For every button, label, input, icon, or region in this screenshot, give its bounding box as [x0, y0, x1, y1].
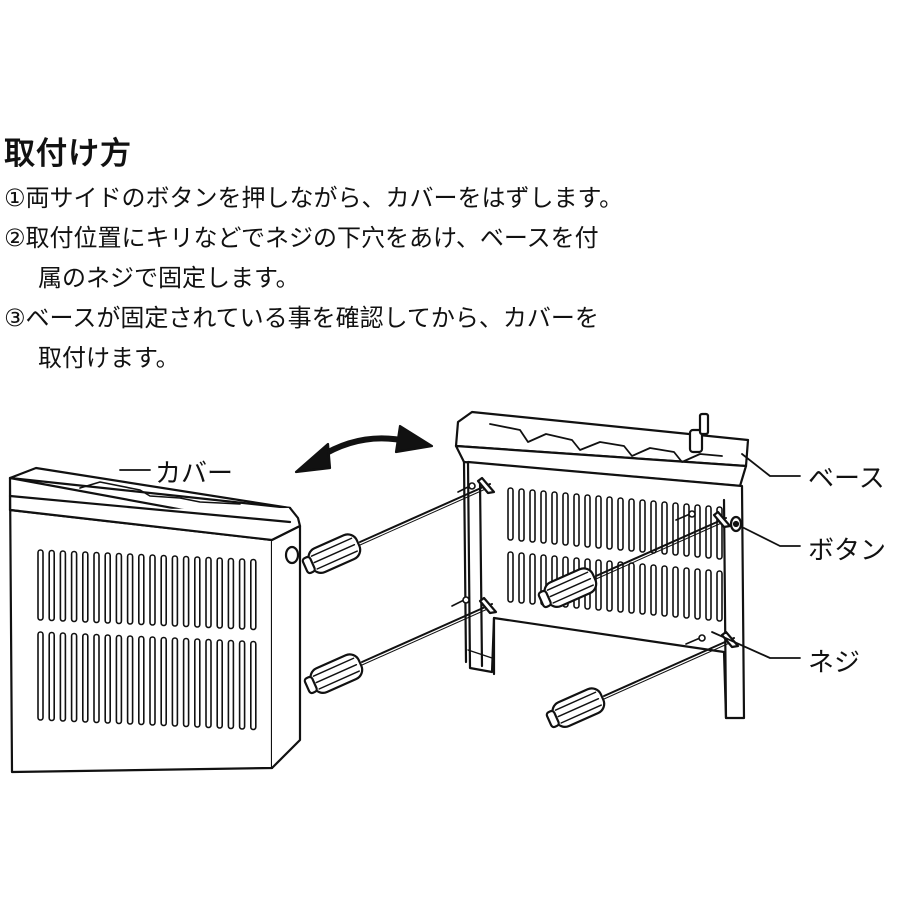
vent-slot: [628, 562, 635, 614]
vent-slot: [661, 501, 668, 555]
vent-slot: [250, 558, 257, 631]
step-2-line-2: 属のネジで固定します。: [38, 264, 300, 292]
vent-slot: [705, 505, 712, 559]
vent-slot: [70, 550, 78, 623]
vent-slot: [518, 488, 525, 542]
vent-slot: [617, 497, 624, 551]
vent-slot: [48, 631, 56, 722]
vent-slot: [683, 567, 690, 619]
vent-slot: [507, 551, 514, 603]
vent-slot: [115, 552, 123, 625]
vent-slot: [507, 487, 514, 541]
vent-slot: [661, 565, 668, 617]
page-title: 取付け方: [4, 136, 132, 172]
vent-slot: [182, 555, 190, 628]
vent-slot: [205, 556, 212, 629]
vent-slot: [584, 494, 591, 548]
vent-slot: [639, 563, 646, 615]
step-3-line-1: ③ベースが固定されている事を確認してから、カバーを: [4, 304, 599, 332]
vent-slot: [238, 640, 246, 730]
vent-slot: [606, 496, 613, 550]
vent-slot: [93, 633, 100, 724]
screws: [451, 482, 706, 645]
label-button: ボタン: [808, 536, 887, 566]
vent-slot: [115, 634, 123, 725]
vent-slot: [59, 632, 67, 722]
vent-slot: [126, 635, 134, 725]
vent-slot: [595, 495, 602, 549]
vent-slot: [628, 498, 635, 552]
vent-slot: [573, 493, 580, 547]
vent-slot: [59, 550, 67, 622]
vent-slot: [149, 636, 156, 726]
vent-slot: [529, 553, 536, 605]
vent-slot: [182, 637, 190, 728]
vent-slot: [551, 491, 558, 545]
vent-slot: [37, 549, 44, 621]
vent-slot: [138, 635, 145, 726]
vent-slot: [70, 632, 78, 723]
vent-slot: [705, 569, 712, 621]
vent-slot: [694, 568, 701, 620]
vent-slot: [48, 549, 56, 622]
installation-diagram: [8, 410, 801, 774]
vent-slot: [250, 640, 257, 731]
vent-slot: [194, 556, 201, 628]
vent-slot: [672, 566, 679, 618]
vent-slot: [639, 499, 646, 553]
vent-slot: [104, 634, 111, 724]
vent-slot: [529, 489, 536, 543]
vent-slot: [650, 500, 657, 554]
label-cover: カバー: [155, 459, 234, 489]
cover-illustration: [8, 466, 302, 774]
vent-slot: [194, 638, 201, 728]
vent-slot: [149, 554, 156, 626]
vent-slot: [82, 551, 89, 623]
vent-slot: [171, 637, 179, 727]
vent-slot: [138, 553, 145, 626]
leader-lines: [119, 453, 801, 659]
vent-slot: [160, 636, 167, 727]
vent-slot: [93, 551, 100, 624]
vent-slot: [216, 557, 223, 629]
instruction-steps: ①両サイドのボタンを押しながら、カバーをはずします。 ②取付位置にキリなどでネジ…: [4, 178, 623, 378]
vent-slot: [126, 553, 134, 625]
remove-attach-arrow: [294, 424, 434, 474]
step-2-line-1: ②取付位置にキリなどでネジの下穴をあけ、ベースを付: [4, 224, 599, 252]
vent-slot: [82, 633, 89, 723]
vent-slot: [683, 503, 690, 557]
vent-slot: [650, 564, 657, 616]
label-screw: ネジ: [808, 648, 861, 678]
vent-slot: [205, 638, 212, 729]
vent-slot: [160, 554, 167, 627]
step-3: ③ベースが固定されている事を確認してから、カバーを 取付けます。: [4, 298, 623, 378]
step-2: ②取付位置にキリなどでネジの下穴をあけ、ベースを付 属のネジで固定します。: [4, 218, 623, 298]
vent-slot: [540, 490, 547, 544]
step-1: ①両サイドのボタンを押しながら、カバーをはずします。: [4, 178, 623, 218]
vent-slot: [37, 631, 44, 721]
base-illustration: [454, 410, 750, 720]
vent-slot: [227, 557, 235, 630]
vent-slot: [672, 502, 679, 556]
label-base: ベース: [808, 464, 885, 494]
vent-slot: [716, 570, 723, 622]
vent-slot: [617, 561, 624, 613]
vent-slot: [104, 552, 111, 624]
vent-slot: [238, 558, 246, 630]
vent-slot: [518, 552, 525, 604]
vent-slot: [562, 492, 569, 546]
step-1-line-1: ①両サイドのボタンを押しながら、カバーをはずします。: [4, 184, 624, 212]
vent-slot: [227, 639, 235, 730]
vent-slot: [171, 555, 179, 627]
vent-slot: [216, 639, 223, 729]
step-3-line-2: 取付けます。: [38, 344, 180, 372]
